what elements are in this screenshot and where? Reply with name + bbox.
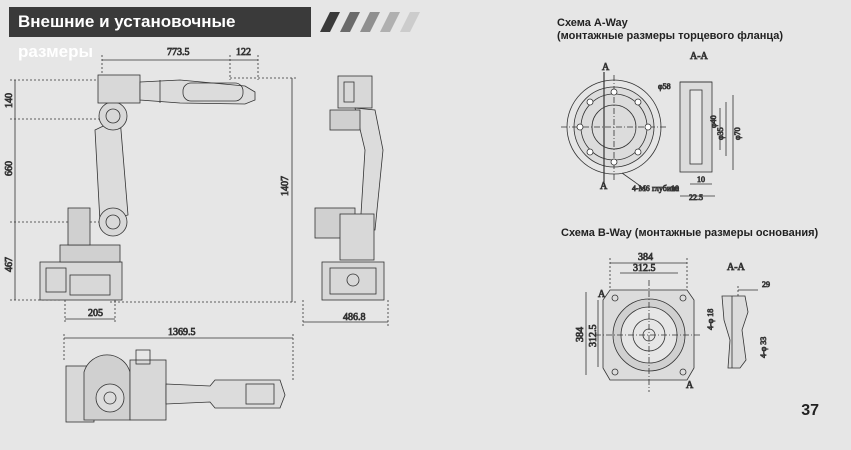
a-way-title: Схема A-Way [557, 17, 628, 29]
dim-312-5-top: 312.5 [633, 263, 656, 274]
dim-312-5-side: 312.5 [588, 325, 599, 348]
page-number: 37 [801, 402, 819, 419]
b-way-caption: Схема B-Way (монтажные размеры основания… [561, 227, 819, 239]
dim-height: 1407 [280, 176, 291, 196]
dim-467: 467 [4, 257, 15, 272]
dim-depth-note: глубина [652, 184, 679, 193]
dim-d58: φ58 [658, 82, 671, 91]
flange-section-view [679, 81, 734, 197]
dim-top-tool: 122 [236, 47, 251, 58]
dim-4-33: 4-φ 33 [759, 337, 768, 358]
flange-front-view [561, 72, 667, 191]
dim-384-side: 384 [575, 327, 586, 342]
dim-d35: φ35 [716, 127, 725, 140]
dim-22-5: 22.5 [689, 193, 703, 202]
dim-10b: 10 [697, 175, 705, 184]
dim-4-18: 4-φ 18 [706, 309, 715, 330]
dim-d40: φ40 [709, 115, 718, 128]
page-title: Внешние и установочные размеры [9, 7, 311, 61]
base-top-view [585, 258, 702, 392]
top-view-robot [63, 334, 294, 423]
base-section-label: A-A [727, 262, 746, 273]
dim-top-arm: 773.5 [167, 47, 190, 58]
dim-140: 140 [4, 93, 15, 108]
dim-384-top: 384 [638, 252, 653, 263]
rear-view-robot [302, 75, 389, 326]
chevron-decoration-icon [320, 12, 420, 32]
a-way-subtitle: (монтажные размеры торцевого фланца) [557, 30, 784, 42]
base-label-a-left: A [598, 289, 606, 300]
dim-10: 10 [671, 184, 679, 193]
base-section-view [721, 286, 758, 369]
dim-holes: 4-M6 [632, 184, 650, 193]
flange-label-a-top: A [602, 62, 610, 73]
side-view-robot [10, 55, 296, 323]
dim-29: 29 [762, 280, 770, 289]
flange-label-a-bottom: A [600, 181, 608, 192]
dim-d70: φ70 [733, 127, 742, 140]
dim-depth: 486.8 [343, 312, 366, 323]
dim-660: 660 [4, 161, 15, 176]
flange-section-label: A-A [690, 51, 709, 62]
dim-reach: 1369.5 [168, 327, 196, 338]
dim-base: 205 [88, 308, 103, 319]
a-way-caption: Схема A-Way (монтажные размеры торцевого… [557, 17, 783, 43]
base-label-a-right: A [686, 380, 694, 391]
